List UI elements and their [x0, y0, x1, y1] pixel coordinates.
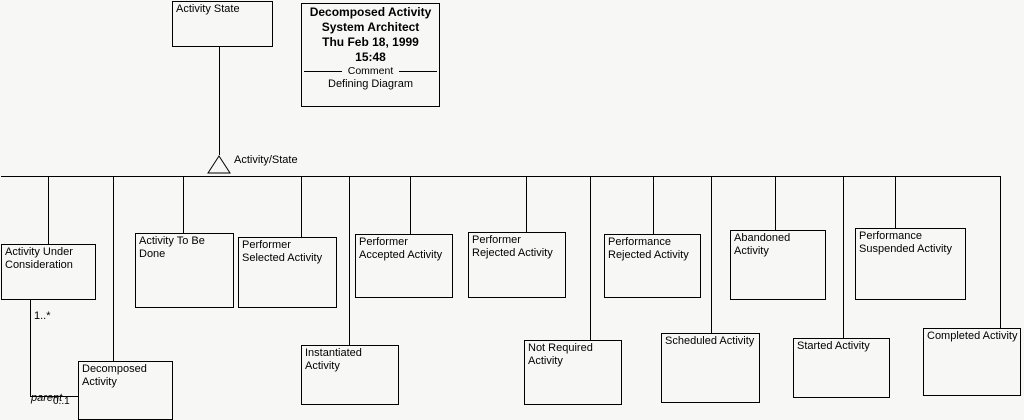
class-name-performer-accepted-activity: Performer Accepted Activity	[359, 236, 443, 261]
class-box-abandoned-activity[interactable]: Abandoned Activity	[730, 230, 826, 300]
class-name-performance-suspended-activity: Performance Suspended Activity	[859, 230, 952, 255]
title-block-time: 15:48	[355, 50, 386, 64]
drop-line-abandoned-activity	[775, 176, 776, 230]
class-name-started-activity: Started Activity	[797, 340, 870, 352]
class-box-started-activity[interactable]: Started Activity	[793, 338, 890, 398]
class-box-instantiated-activity[interactable]: Instantiated Activity	[301, 345, 399, 405]
association-multiplicity-one: 0..1	[53, 396, 70, 407]
drop-line-decomposed-activity	[113, 176, 114, 361]
class-name-performance-rejected-activity: Performance Rejected Activity	[608, 236, 689, 261]
drop-line-activity-under-consideration	[48, 176, 49, 244]
drop-line-performance-suspended-activity	[895, 176, 896, 228]
drop-line-performer-accepted-activity	[410, 176, 411, 234]
drop-line-performer-rejected-activity	[526, 176, 527, 232]
class-name-scheduled-activity: Scheduled Activity	[665, 335, 755, 347]
generalization-stem	[219, 47, 220, 155]
drop-line-performer-selected-activity	[301, 176, 302, 237]
title-block-separator: Comment	[302, 65, 439, 77]
class-box-activity-under-consideration[interactable]: Activity Under Consideration	[1, 244, 96, 300]
title-block-diagram-name: Decomposed Activity	[309, 5, 432, 19]
class-name-abandoned-activity: Abandoned Activity	[734, 232, 791, 257]
generalization-triangle-icon	[207, 155, 231, 174]
association-multiplicity-many: 1..*	[34, 310, 51, 322]
class-box-decomposed-activity[interactable]: Decomposed Activity	[78, 361, 173, 420]
class-box-activity-to-be-done[interactable]: Activity To Be Done	[135, 233, 234, 308]
class-box-performer-accepted-activity[interactable]: Performer Accepted Activity	[355, 234, 453, 298]
class-name-not-required-activity: Not Required Activity	[528, 342, 593, 367]
separator-rule-left	[304, 71, 342, 72]
title-block-comment: Defining Diagram	[328, 78, 413, 90]
association-role-name: parent	[31, 392, 63, 404]
class-name-activity-to-be-done: Activity To Be Done	[139, 235, 205, 260]
class-box-completed-activity[interactable]: Completed Activity	[923, 328, 1021, 396]
drop-line-performance-rejected-activity	[653, 176, 654, 234]
title-block-separator-label: Comment	[347, 65, 394, 77]
title-block-date: Thu Feb 18, 1999	[322, 35, 419, 49]
class-name-instantiated-activity: Instantiated Activity	[305, 347, 362, 372]
class-box-not-required-activity[interactable]: Not Required Activity	[524, 340, 622, 405]
class-box-performance-suspended-activity[interactable]: Performance Suspended Activity	[855, 228, 966, 300]
drop-line-instantiated-activity	[349, 176, 350, 345]
generalization-label: Activity/State	[234, 154, 298, 166]
drop-line-activity-to-be-done	[183, 176, 184, 233]
drop-line-started-activity	[843, 176, 844, 338]
separator-rule-right	[399, 71, 437, 72]
class-name-performer-selected-activity: Performer Selected Activity	[242, 239, 323, 264]
drop-line-not-required-activity	[590, 176, 591, 340]
association-line-horizontal	[30, 396, 79, 397]
class-box-performer-selected-activity[interactable]: Performer Selected Activity	[238, 237, 337, 308]
class-name-activity-under-consideration: Activity Under Consideration	[5, 246, 73, 271]
class-box-activity-state[interactable]: Activity State	[172, 1, 273, 47]
class-name-completed-activity: Completed Activity	[927, 330, 1018, 342]
title-block-author: System Architect	[321, 20, 420, 34]
generalization-bus	[1, 176, 1001, 177]
class-box-performance-rejected-activity[interactable]: Performance Rejected Activity	[604, 234, 701, 298]
class-box-performer-rejected-activity[interactable]: Performer Rejected Activity	[468, 232, 566, 298]
class-box-scheduled-activity[interactable]: Scheduled Activity	[661, 333, 760, 403]
drop-line-completed-activity	[1000, 176, 1001, 328]
drop-line-scheduled-activity	[711, 176, 712, 333]
class-name-decomposed-activity: Decomposed Activity	[82, 363, 147, 388]
class-name-performer-rejected-activity: Performer Rejected Activity	[472, 234, 553, 259]
association-line-vertical	[30, 300, 31, 396]
diagram-title-block: Decomposed Activity System Architect Thu…	[301, 3, 440, 107]
class-name-activity-state: Activity State	[176, 3, 240, 15]
